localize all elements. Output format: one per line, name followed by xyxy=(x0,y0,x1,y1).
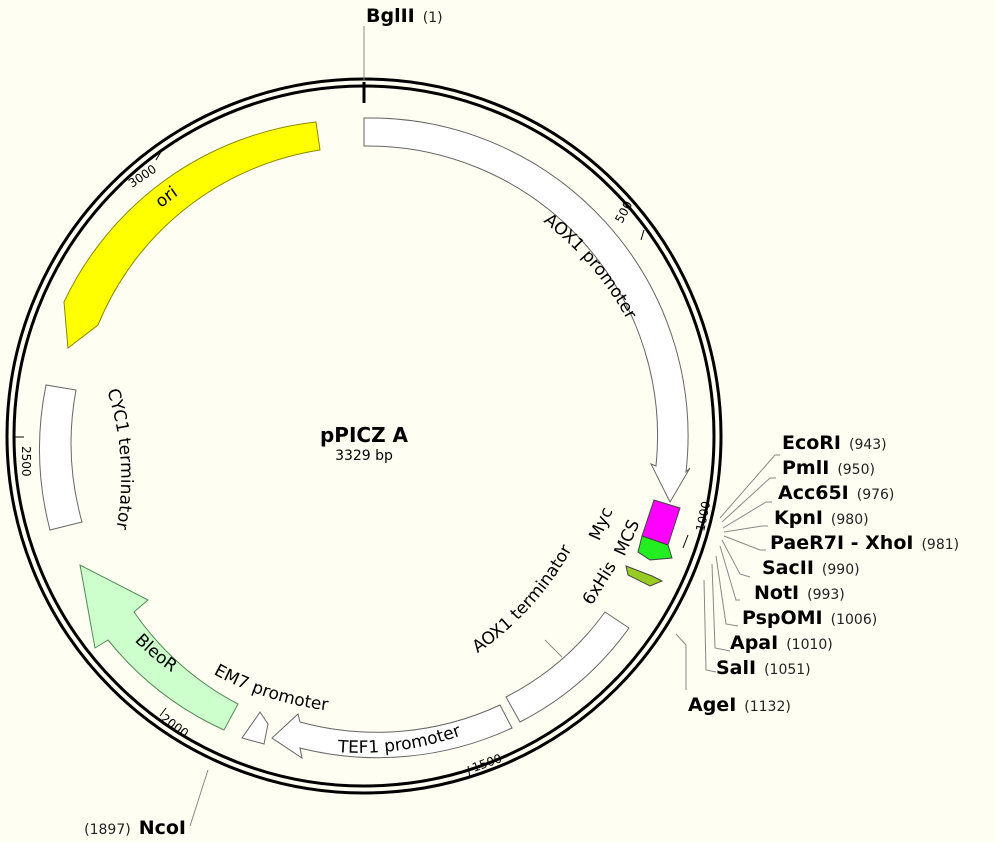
svg-text:(1897)NcoI: (1897) NcoI xyxy=(84,817,186,839)
svg-text:ApaI(1010): ApaI (1010) xyxy=(730,632,833,654)
feature-cyc1-terminator[interactable] xyxy=(39,384,83,531)
feature-myc[interactable] xyxy=(637,535,673,561)
site-kpni[interactable]: KpnI (980) xyxy=(774,507,869,529)
site-name: PmlI xyxy=(782,457,829,479)
svg-text:AgeI(1132): AgeI (1132) xyxy=(688,694,791,716)
svg-text:PspOMI(1006): PspOMI (1006) xyxy=(742,607,877,629)
feature-6xhis[interactable] xyxy=(625,565,664,587)
svg-text:PaeR7I - XhoI(981): PaeR7I - XhoI (981) xyxy=(770,532,959,554)
svg-text:SacII(990): SacII (990) xyxy=(762,557,860,579)
site-name: KpnI xyxy=(774,507,823,529)
site-name: EcoRI xyxy=(782,432,841,454)
site-position: (980) xyxy=(831,512,869,528)
site-sacii[interactable]: SacII (990) xyxy=(762,557,860,579)
site-bglii[interactable]: BglII (1) xyxy=(366,5,443,27)
tick-1000: 1000 xyxy=(682,500,713,549)
site-noti[interactable]: NotI (993) xyxy=(754,582,845,604)
svg-text:PmlI(950): PmlI (950) xyxy=(782,457,875,479)
site-acc65i[interactable]: Acc65I (976) xyxy=(778,482,894,504)
feature-label-tef1-promoter: TEF1 promoter xyxy=(336,721,463,758)
site-position: (1006) xyxy=(831,612,878,628)
svg-text:1000: 1000 xyxy=(693,500,713,533)
aox1-terminator-leader xyxy=(544,639,563,658)
site-position: (943) xyxy=(849,437,887,453)
svg-text:Acc65I(976): Acc65I (976) xyxy=(778,482,894,504)
site-agei[interactable]: AgeI (1132) xyxy=(688,694,791,716)
feature-tef1-promoter[interactable] xyxy=(271,704,513,760)
site-name: PaeR7I - XhoI xyxy=(770,532,913,554)
feature-em7-promoter[interactable] xyxy=(241,711,269,745)
svg-text:2500: 2500 xyxy=(19,446,33,477)
site-position: (1010) xyxy=(786,637,833,653)
site-paer7i-xhoi[interactable]: PaeR7I - XhoI (981) xyxy=(770,532,959,554)
site-position: (976) xyxy=(857,487,895,503)
site-position: (990) xyxy=(822,562,860,578)
feature-bleor[interactable] xyxy=(79,564,239,731)
site-name: Acc65I xyxy=(778,482,849,504)
feature-label-aox1-terminator: AOX1 terminator xyxy=(469,542,577,658)
site-position: (1) xyxy=(423,10,443,26)
site-ecori[interactable]: EcoRI (943) xyxy=(782,432,887,454)
site-name: ApaI xyxy=(730,632,778,654)
feature-label-myc: Myc xyxy=(585,504,617,543)
feature-label-6xhis: 6xHis xyxy=(579,558,621,609)
site-pspomi[interactable]: PspOMI (1006) xyxy=(742,607,877,629)
feature-label-cyc1-terminator: CYC1 terminator xyxy=(102,386,136,531)
feature-ori[interactable] xyxy=(63,121,321,349)
site-name: NcoI xyxy=(139,817,186,839)
site-position: (1897) xyxy=(84,822,131,838)
site-position: (981) xyxy=(921,537,959,553)
site-ncoi[interactable]: (1897) NcoI xyxy=(84,817,186,839)
tick-2000: 2000 xyxy=(158,707,191,740)
site-position: (950) xyxy=(837,462,875,478)
site-pmli[interactable]: PmlI (950) xyxy=(782,457,875,479)
feature-aox1-promoter[interactable] xyxy=(363,117,691,504)
tick-1500: 1500 xyxy=(467,751,504,779)
site-name: AgeI xyxy=(688,694,736,716)
svg-text:KpnI(980): KpnI (980) xyxy=(774,507,869,529)
site-name: NotI xyxy=(754,582,799,604)
site-position: (1051) xyxy=(764,662,811,678)
site-name: SacII xyxy=(762,557,814,579)
site-name: SalI xyxy=(716,657,756,679)
site-position: (993) xyxy=(807,587,845,603)
tick-2500: 2500 xyxy=(14,436,33,477)
site-name: BglII xyxy=(366,5,415,27)
svg-text:BglII(1): BglII (1) xyxy=(366,5,443,27)
site-position: (1132) xyxy=(744,699,791,715)
site-apai[interactable]: ApaI (1010) xyxy=(730,632,833,654)
site-sali[interactable]: SalI (1051) xyxy=(716,657,811,679)
plasmid-name: pPICZ A xyxy=(320,423,409,447)
site-leaders xyxy=(189,26,780,827)
feature-aox1-terminator[interactable] xyxy=(505,611,630,723)
plasmid-size: 3329 bp xyxy=(335,448,393,464)
site-name: PspOMI xyxy=(742,607,823,629)
svg-text:EcoRI(943): EcoRI (943) xyxy=(782,432,887,454)
svg-text:SalI(1051): SalI (1051) xyxy=(716,657,811,679)
svg-text:NotI(993): NotI (993) xyxy=(754,582,845,604)
